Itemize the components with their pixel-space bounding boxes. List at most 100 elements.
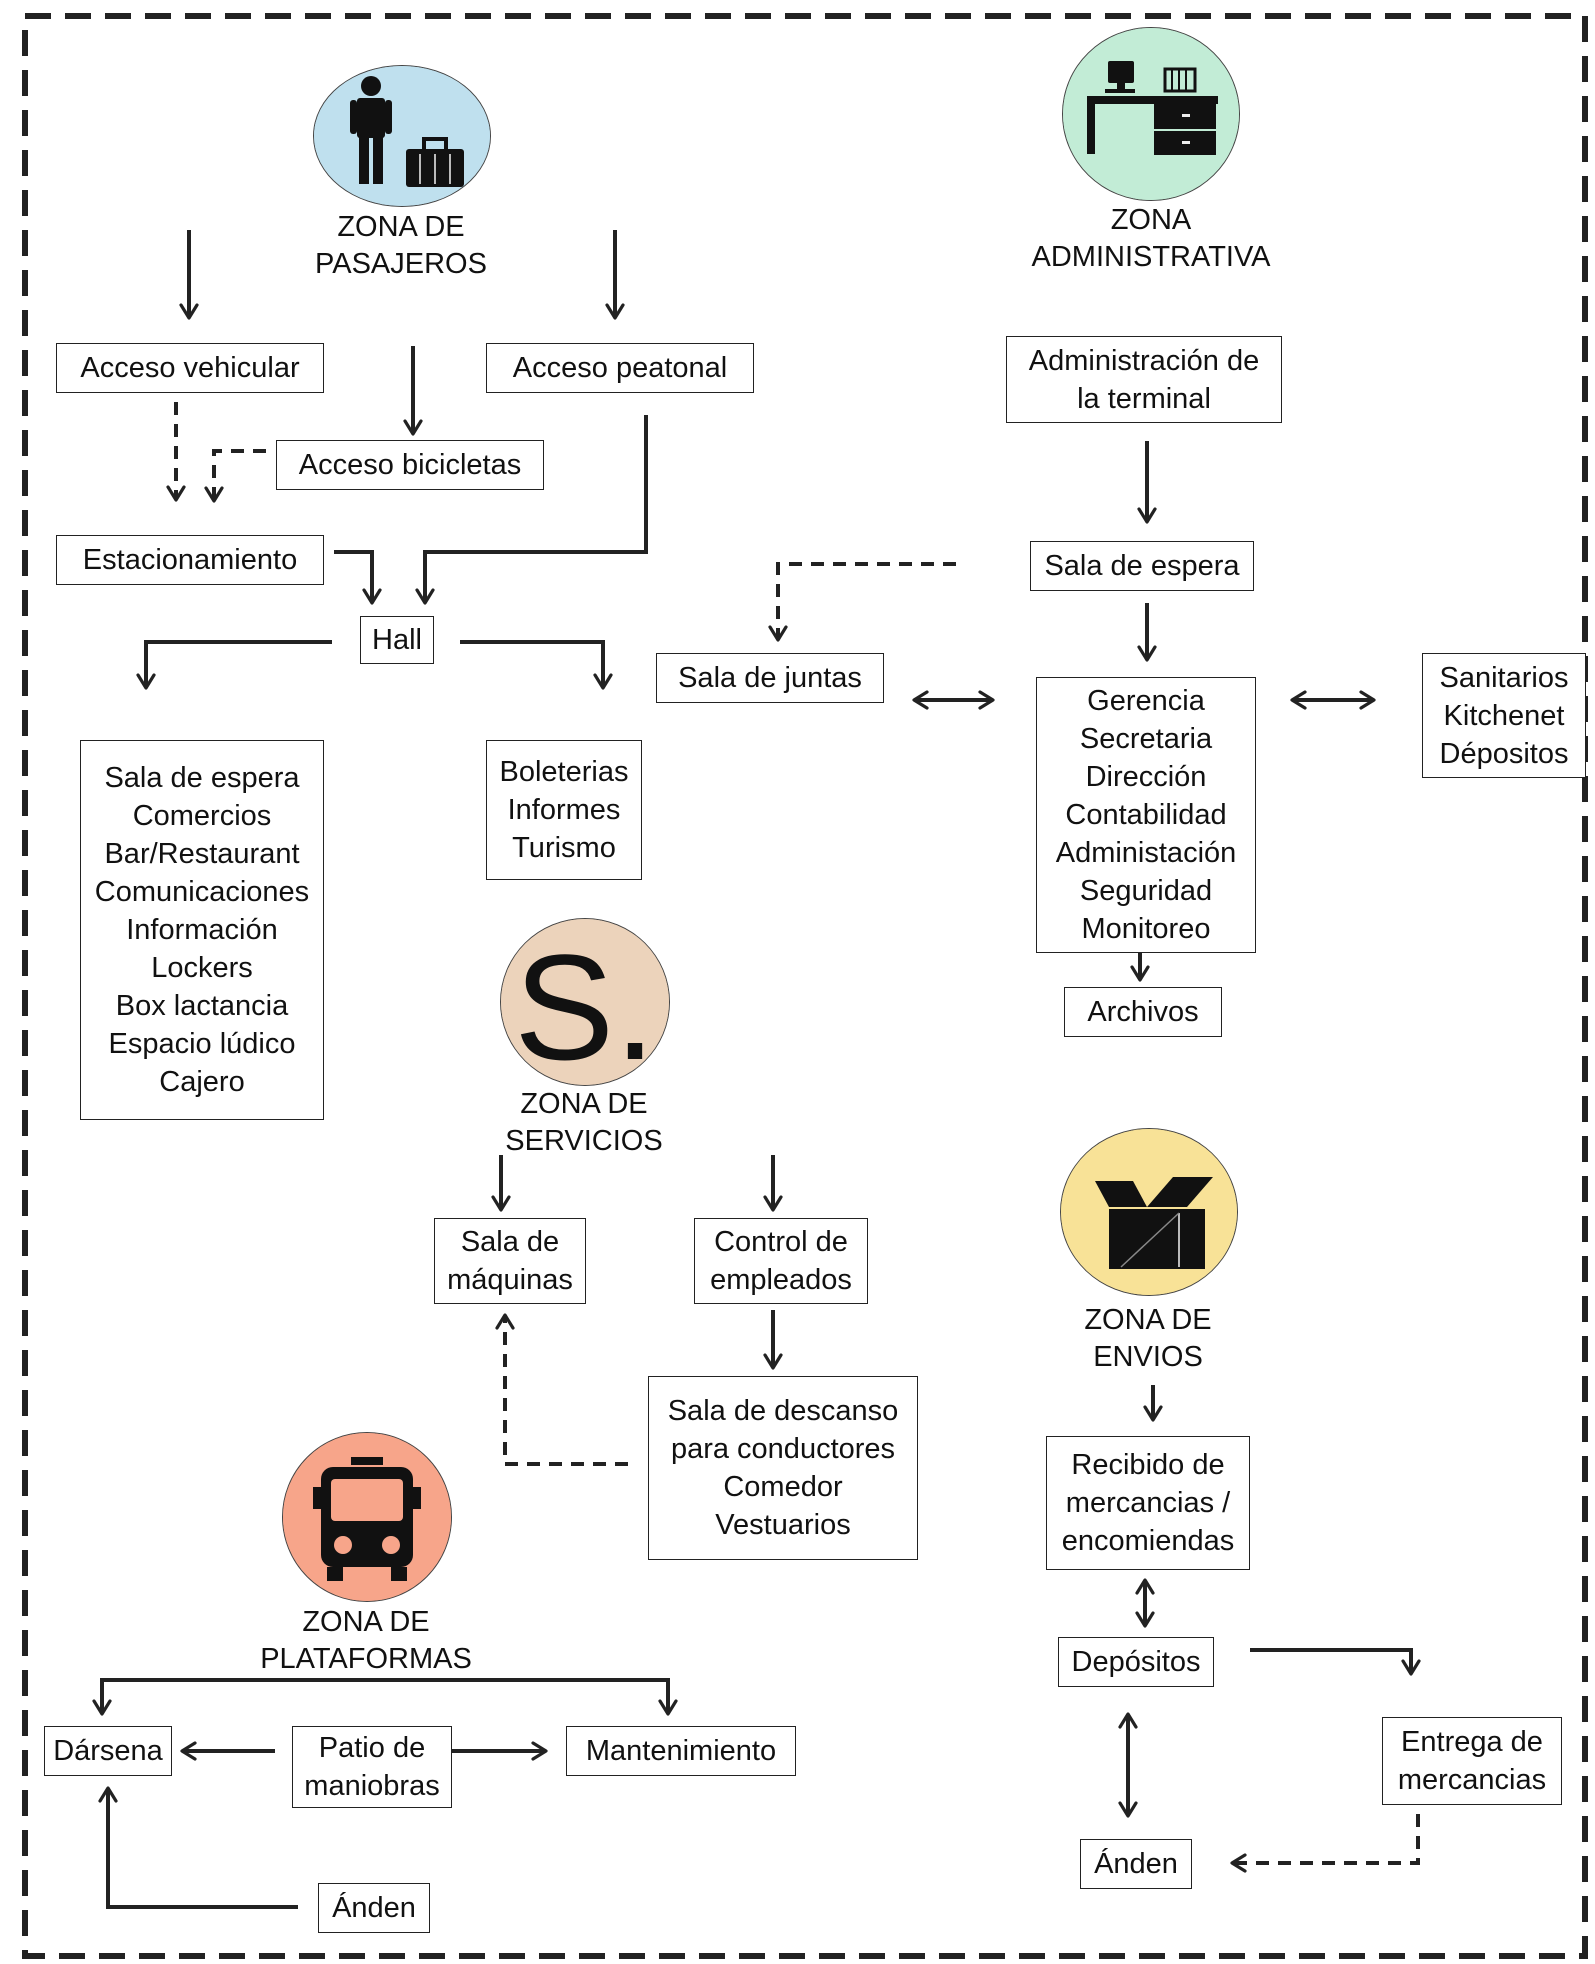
node-text: Gerencia [1087, 685, 1205, 717]
node-text: Hall [372, 624, 422, 656]
node-text: Contabilidad [1065, 799, 1227, 831]
node-text: Recibido de [1071, 1449, 1225, 1481]
arrow-descanso-to-maquinas-dashed [495, 1313, 628, 1466]
node-sala-maquinas: Sala de máquinas [434, 1218, 586, 1304]
zone-label-line: ENVIOS [1093, 1341, 1203, 1373]
node-depositos: Depósitos [1058, 1637, 1214, 1687]
node-text: la terminal [1077, 382, 1211, 415]
zone-servicios-label: ZONA DE SERVICIOS [470, 1086, 698, 1160]
arrow-estacionamiento-to-hall [334, 550, 382, 605]
node-text: Patio de [318, 1732, 426, 1764]
zone-administrativa-label: ZONA ADMINISTRATIVA [1020, 202, 1282, 276]
node-text: Lockers [151, 952, 253, 984]
node-text: Kitchenet [1443, 699, 1565, 732]
zone-servicios-icon: S. [500, 918, 670, 1086]
node-text: Seguridad [1079, 875, 1213, 907]
zone-plataformas-label: ZONA DE PLATAFORMAS [236, 1604, 496, 1678]
node-patio: Patio de maniobras [292, 1726, 452, 1808]
node-text: Sanitarios [1439, 661, 1569, 694]
node-text: para conductores [670, 1433, 896, 1465]
node-text: maniobras [304, 1770, 440, 1802]
node-entrega: Entrega de mercancias [1382, 1717, 1562, 1805]
node-text: Archivos [1087, 996, 1199, 1028]
node-sala-espera-admin: Sala de espera [1030, 541, 1254, 591]
node-text: encomiendas [1061, 1525, 1235, 1557]
node-text: mercancias [1397, 1764, 1547, 1796]
node-text: Sala de [460, 1226, 560, 1258]
arrow-plataformas-to-mantenimiento [370, 1678, 678, 1716]
arrow-depositos-to-entrega [1250, 1648, 1421, 1676]
node-text: Administración de [1028, 344, 1260, 377]
node-text: Acceso peatonal [512, 352, 728, 384]
node-text: Ánden [1094, 1848, 1178, 1880]
node-boleterias: Boleterias Informes Turismo [486, 740, 642, 880]
node-text: Monitoreo [1081, 913, 1211, 945]
arrow-entrega-to-anden-dashed [1230, 1814, 1420, 1873]
zone-envios-icon [1060, 1128, 1238, 1296]
node-text: Ánden [332, 1892, 416, 1924]
node-text: Comunicaciones [94, 876, 310, 908]
arrow-peatonal-to-hall [415, 415, 648, 605]
node-text: Estacionamiento [82, 544, 298, 576]
node-text: Acceso bicicletas [298, 449, 522, 481]
zone-label-line: ZONA DE [520, 1088, 648, 1120]
node-mantenimiento: Mantenimiento [566, 1726, 796, 1776]
node-text: mercancias / [1065, 1487, 1231, 1519]
node-text: Control de [714, 1226, 848, 1258]
node-archivos: Archivos [1064, 987, 1222, 1037]
node-darsena: Dársena [44, 1726, 172, 1776]
passenger-luggage-icon [314, 66, 490, 206]
node-estacionamiento: Estacionamiento [56, 535, 324, 585]
services-glyph: S. [514, 923, 656, 1085]
icon-bg [501, 919, 669, 1085]
node-text: Dépositos [1439, 737, 1569, 770]
package-box-icon [1061, 1129, 1237, 1295]
zone-label-line: SERVICIOS [505, 1125, 663, 1157]
arrow-hall-to-boleterias [460, 640, 613, 690]
node-text: Sala de espera [1044, 550, 1240, 582]
office-desk-icon [1063, 28, 1239, 200]
node-text: Depósitos [1071, 1646, 1201, 1678]
zone-pasajeros-label: ZONA DE PASAJEROS [280, 209, 522, 283]
zone-label-line: ADMINISTRATIVA [1031, 241, 1271, 273]
node-text: Dársena [53, 1735, 163, 1767]
arrow-bicicletas-to-estacionamiento-dashed [204, 449, 266, 503]
node-text: Información [126, 914, 278, 946]
bus-icon [283, 1433, 451, 1601]
node-text: Secretaria [1079, 723, 1213, 755]
zone-label-line: PASAJEROS [315, 248, 487, 280]
node-text: máquinas [447, 1264, 573, 1296]
node-text: Vestuarios [715, 1509, 851, 1541]
services-s-icon: S. [501, 919, 669, 1085]
zone-label-line: ZONA [1110, 204, 1192, 236]
node-text: Boleterias [499, 756, 629, 788]
zone-label-line: PLATAFORMAS [260, 1643, 472, 1675]
node-control-empleados: Control de empleados [694, 1218, 868, 1304]
node-text: Comercios [132, 800, 272, 832]
node-text: Box lactancia [115, 990, 289, 1022]
zone-label-line: ZONA DE [302, 1606, 430, 1638]
node-anden-plataformas: Ánden [318, 1883, 430, 1933]
node-administracion: Administración de la terminal [1006, 336, 1282, 423]
node-text: Acceso vehicular [80, 352, 300, 384]
node-text: Turismo [512, 832, 616, 864]
node-sanitarios: Sanitarios Kitchenet Dépositos [1422, 653, 1586, 778]
zone-label-line: ZONA DE [337, 211, 465, 243]
node-text: Informes [507, 794, 621, 826]
arrow-anden-to-darsena [98, 1786, 298, 1909]
node-text: Bar/Restaurant [104, 838, 300, 870]
node-recibido: Recibido de mercancias / encomiendas [1046, 1436, 1250, 1570]
node-text: Dirección [1085, 761, 1207, 793]
node-text: Sala de espera [104, 762, 300, 794]
node-text: empleados [710, 1264, 852, 1296]
zone-envios-label: ZONA DE ENVIOS [1033, 1302, 1263, 1376]
node-text: Entrega de [1401, 1726, 1543, 1758]
node-text: Sala de juntas [678, 662, 862, 694]
node-acceso-vehicular: Acceso vehicular [56, 343, 324, 393]
zone-label-line: ZONA DE [1084, 1304, 1212, 1336]
zone-pasajeros-icon [313, 65, 491, 207]
node-anden-envios: Ánden [1080, 1839, 1192, 1889]
node-text: Administación [1055, 837, 1237, 869]
